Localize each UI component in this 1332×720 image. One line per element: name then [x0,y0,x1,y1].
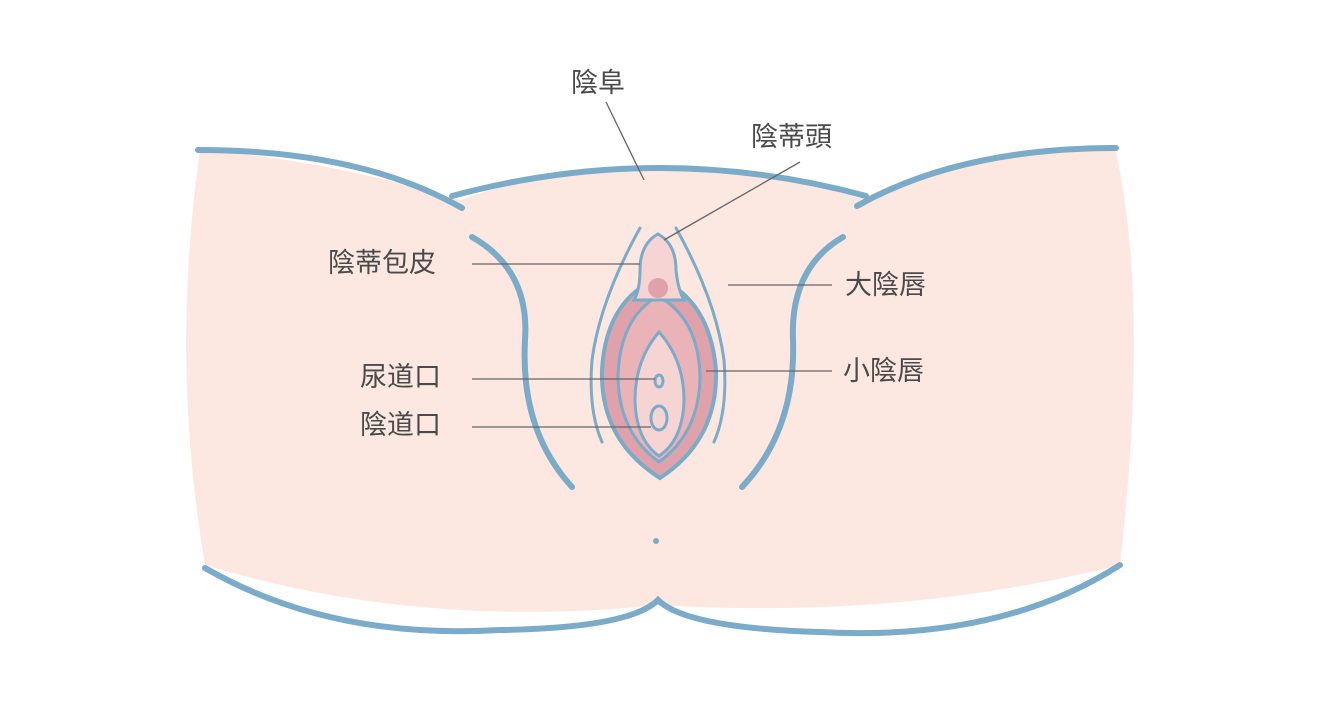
urethral-opening-shape [653,373,665,389]
leader-glans [663,161,801,241]
hood-right-line [674,226,727,444]
label-clitoral-glans: 陰蒂頭 [751,122,832,153]
label-vaginal-opening: 陰道口 [360,410,441,441]
labia-majora-left-fold [469,234,575,490]
label-labia-minora: 小陰唇 [843,356,924,387]
vaginal-opening-shape [649,404,669,432]
upper-right-thigh-outline [854,145,1119,209]
label-clitoral-hood: 陰蒂包皮 [328,248,436,279]
vestibule [633,329,686,458]
label-labia-majora: 大陰唇 [845,270,926,301]
clitoral-hood-shape [631,232,687,302]
label-mons-pubis: 陰阜 [571,68,625,99]
hood-left-line [589,226,642,444]
upper-left-thigh-outline [195,147,465,211]
labia-majora-right-fold [739,234,846,490]
clitoral-glans-shape [648,278,668,298]
lower-buttocks-outline [202,562,1123,637]
leader-mons [605,101,645,181]
label-urethral-opening: 尿道口 [360,362,441,393]
anus-dot [653,538,659,544]
mons-top-outline [449,165,869,199]
